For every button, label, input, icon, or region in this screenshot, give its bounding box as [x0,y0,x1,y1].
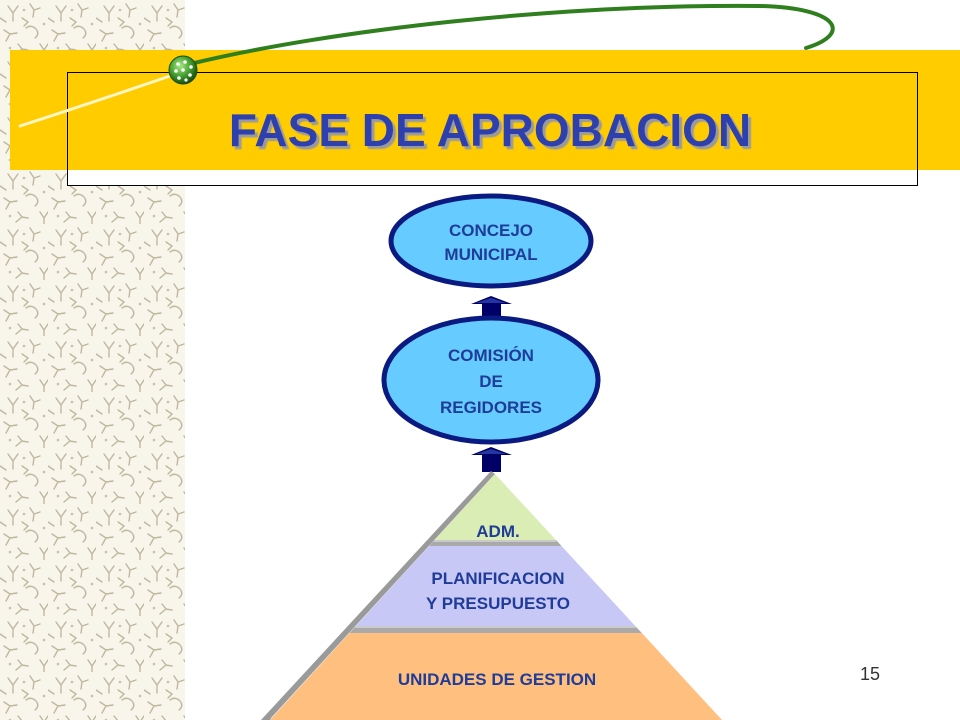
pyramid-tier-unidades [270,633,722,720]
banner-underlay [67,170,917,185]
node-concejo-municipal: CONCEJO MUNICIPAL [388,193,594,289]
tier-label-line: PLANIFICACION [431,569,564,588]
node-comision-regidores: COMISIÓN DE REGIDORES [381,315,601,445]
green-bead-ornament [168,55,198,85]
title-frame [67,72,918,186]
page-number: 15 [860,664,880,684]
node-label-line: COMISIÓN [448,346,534,365]
arrow-highlight [476,449,506,454]
pyramid-tier-adm [434,474,556,540]
node-label-line: DE [479,372,503,391]
node-label-line: REGIDORES [440,398,542,417]
title-banner [10,50,960,170]
slide-title: FASE DE APROBACION [229,104,751,156]
arrow-highlight [476,298,506,303]
node-label-line: MUNICIPAL [444,245,537,264]
tier-separator [349,626,642,633]
ornament-curve [188,3,835,66]
pyramid-tier-planificacion [355,546,636,626]
tier-label-line: Y PRESUPUESTO [426,594,570,613]
node-label-line: CONCEJO [449,221,533,240]
ornament-streak [18,74,172,128]
tier-label-line: UNIDADES DE GESTION [398,670,596,689]
node-ellipse [388,193,594,289]
pyramid-bevel [261,471,495,720]
pyramid: ADM. PLANIFICACION Y PRESUPUESTO UNIDADE… [261,471,722,720]
tier-label-line: ADM. [476,522,519,541]
node-ellipse [381,315,601,445]
